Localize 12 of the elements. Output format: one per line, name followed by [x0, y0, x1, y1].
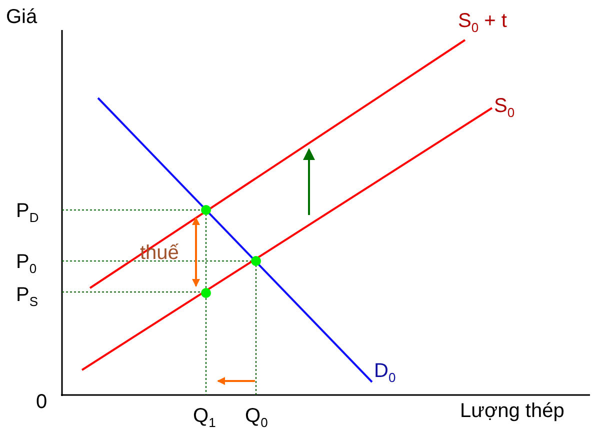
- curve-label: D$_{0}$: [374, 360, 396, 387]
- curve-label: S$_{0}$: [494, 95, 515, 122]
- price-label: P$_{S}$: [16, 284, 38, 311]
- price-label: P$_{D}$: [16, 200, 39, 227]
- quantity-label: Q$_{0}$: [245, 405, 268, 432]
- curve-label: S$_{0}$ + t: [458, 10, 507, 37]
- origin-label: 0: [36, 391, 48, 413]
- price-label: P$_{0}$: [16, 251, 37, 278]
- axis-label: Giá: [6, 6, 38, 28]
- quantity-label: Q$_{1}$: [193, 405, 216, 432]
- tax-label: thuế: [140, 242, 179, 264]
- axis-label: Lượng thép: [460, 400, 564, 422]
